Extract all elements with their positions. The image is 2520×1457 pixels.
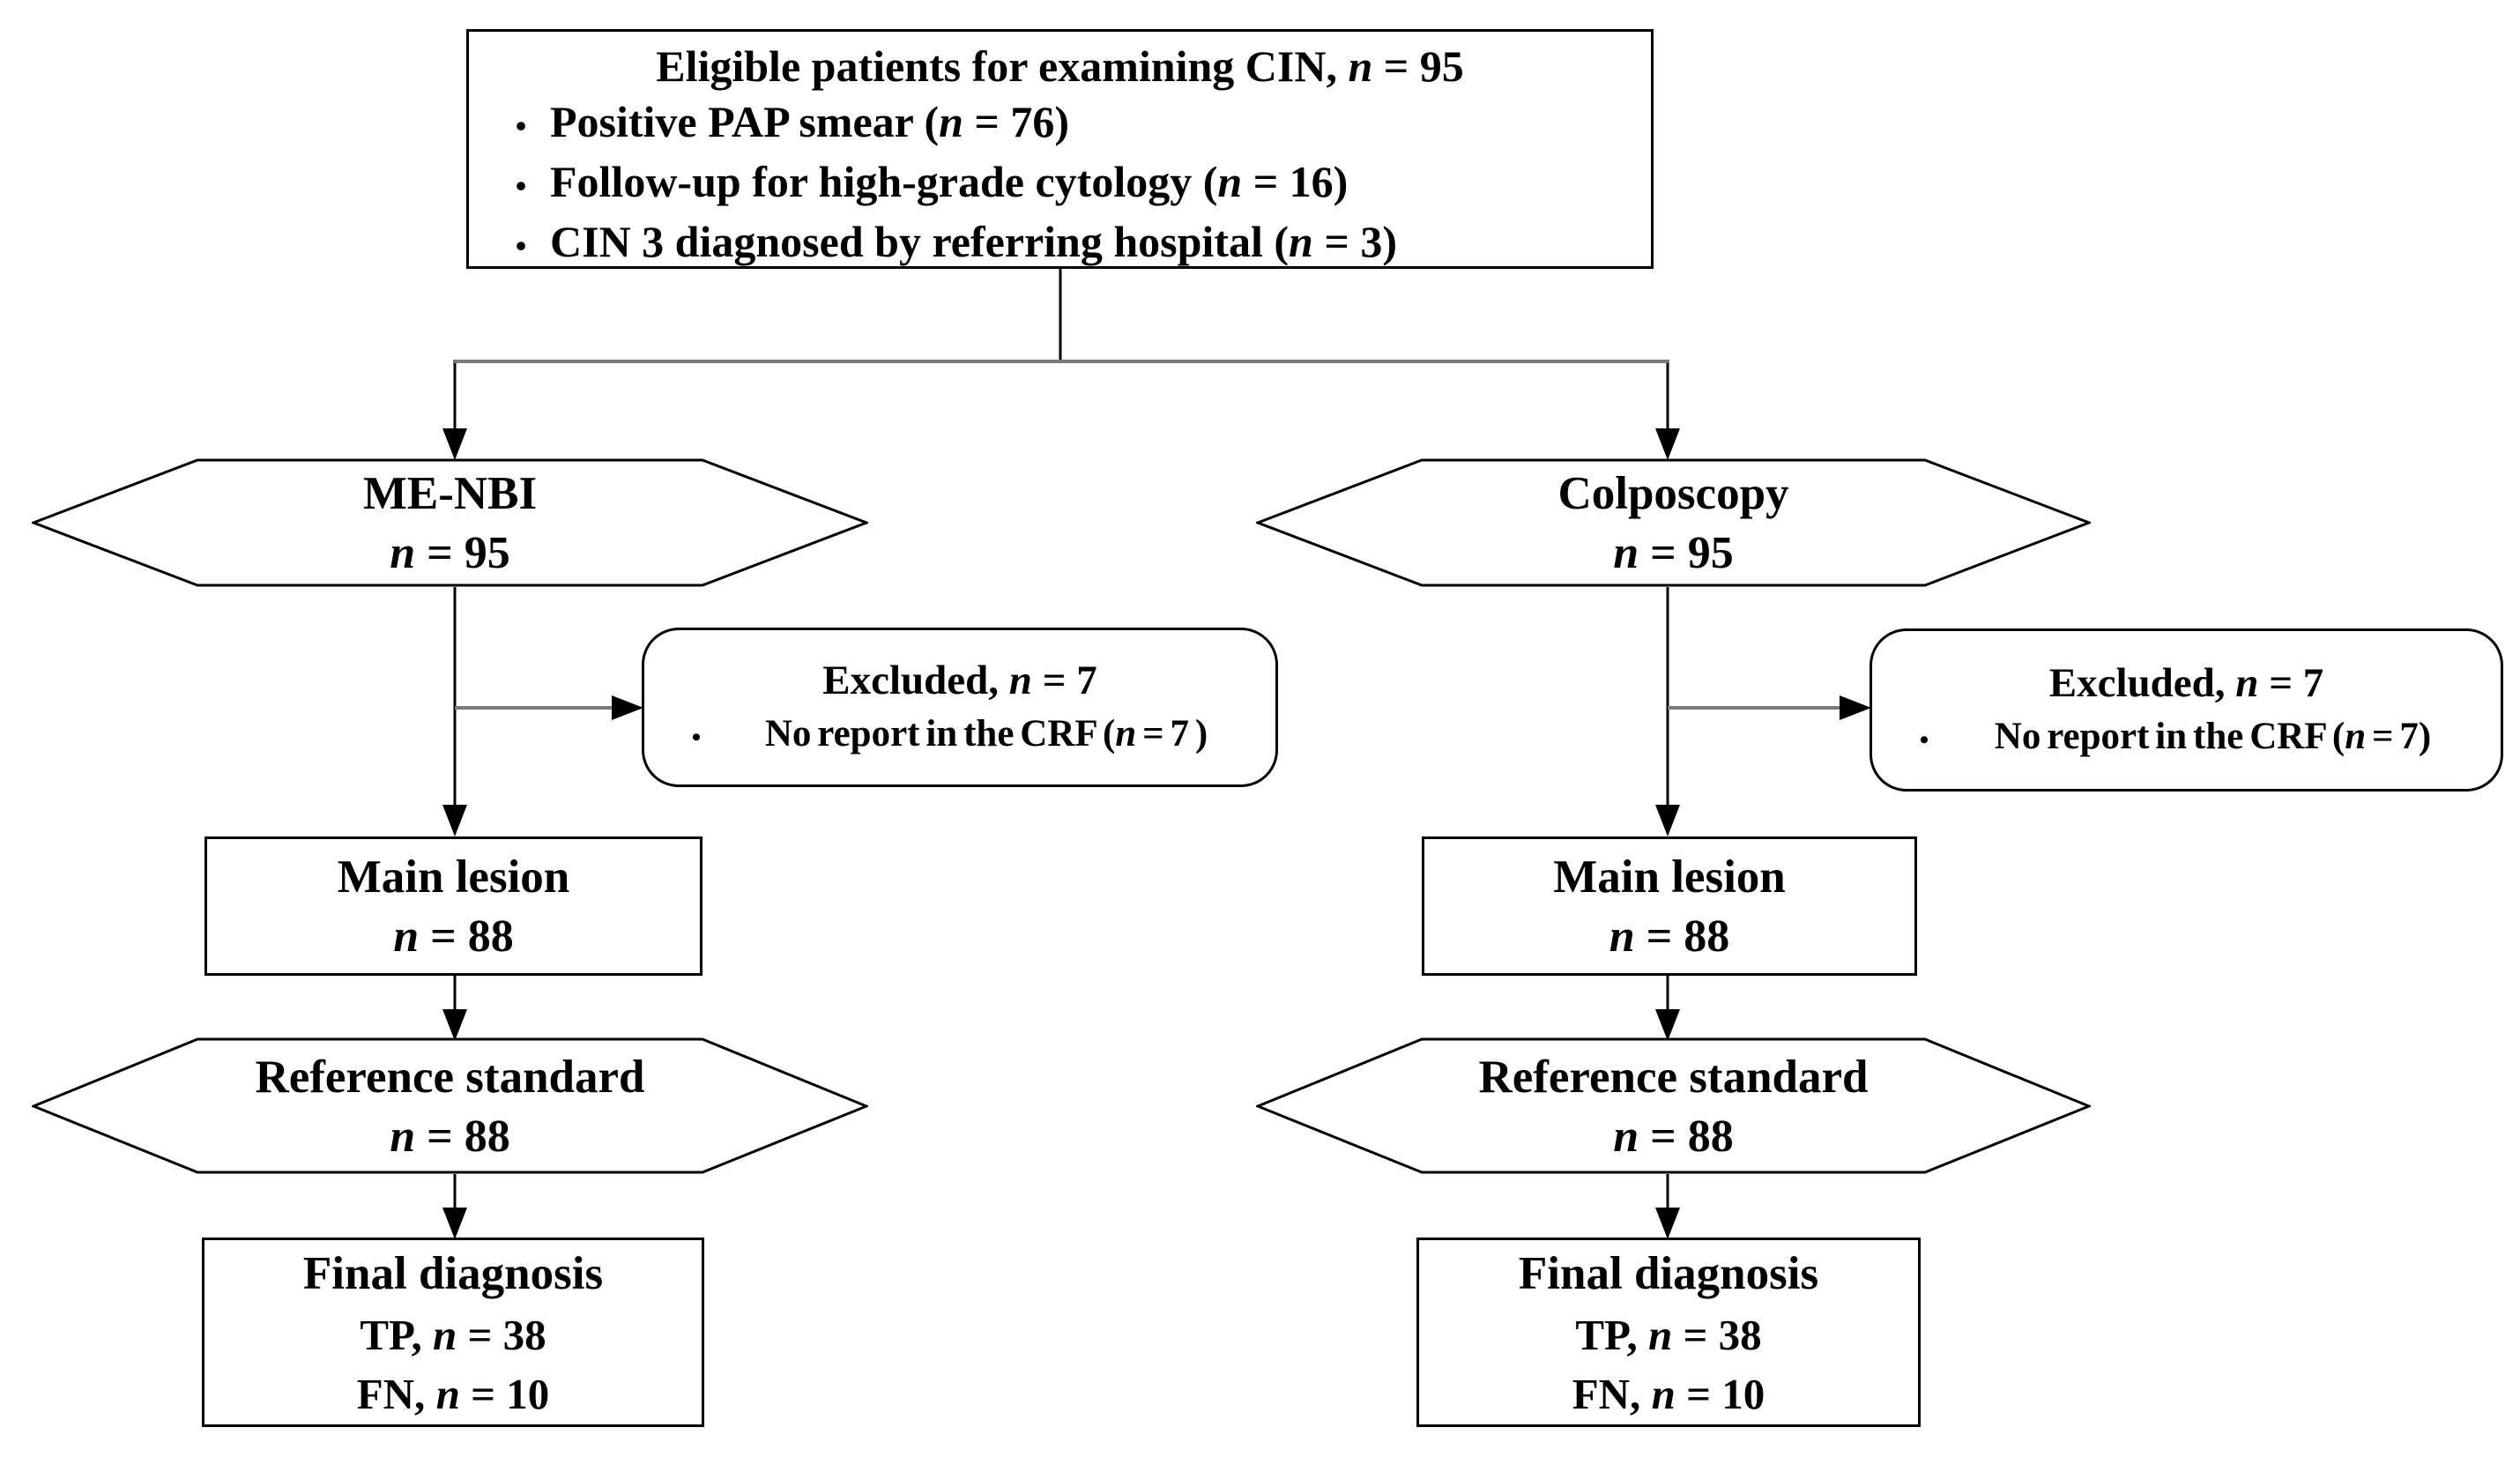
hexagon-outline <box>32 1037 868 1174</box>
modality-name: Colposcopy <box>1557 468 1789 519</box>
arrowhead-into-excluded-left <box>612 695 643 720</box>
excluded-box-right: Excluded, n = 7 • No report in the CRF (… <box>1870 628 2503 792</box>
false-negative-count: FN, n = 10 <box>1572 1369 1765 1418</box>
hexagon-shape <box>32 1037 868 1174</box>
final-diagnosis-content: Final diagnosis TP, n = 38 FN, n = 10 <box>204 1240 702 1424</box>
excluded-title: Excluded, n = 7 <box>2048 659 2324 706</box>
excluded-content: Excluded, n = 7 • No report in the CRF (… <box>1872 631 2501 789</box>
eligible-bullet-text: Follow-up for high-grade cytology (n = 1… <box>550 157 1349 206</box>
eligible-bullet-text: Positive PAP smear (n = 76) <box>550 97 1070 146</box>
arrowhead-into-excluded-right <box>1840 695 1871 720</box>
reference-standard-hexagon-right: Reference standard n = 88 <box>1256 1037 2091 1174</box>
menbi-label-group: ME-NBI n = 95 <box>32 458 868 587</box>
node-title: Final diagnosis <box>1518 1247 1819 1299</box>
main-lesion-content: Main lesion n = 88 <box>207 839 700 973</box>
excluded-reason: No report in the CRF (n = 7) <box>1994 715 2432 757</box>
node-count: n = 88 <box>390 1111 510 1162</box>
modality-count: n = 95 <box>390 528 510 578</box>
node-count: n = 88 <box>1613 1111 1734 1162</box>
arrowhead-into-menbi <box>442 428 467 460</box>
node-title: Main lesion <box>1553 851 1786 903</box>
arrowhead-into-main-lesion-left <box>442 805 467 836</box>
reference-label-group: Reference standard n = 88 <box>1256 1037 2091 1174</box>
excluded-box-left: Excluded, n = 7 • No report in the CRF (… <box>642 628 1278 787</box>
node-title: Final diagnosis <box>302 1247 604 1299</box>
eligible-bullet-row: • Positive PAP smear (n = 76) <box>469 94 1651 154</box>
reference-standard-hexagon-left: Reference standard n = 88 <box>32 1037 868 1174</box>
node-title: Main lesion <box>337 851 570 903</box>
arrowhead-into-final-left <box>442 1208 467 1239</box>
true-positive-count: TP, n = 38 <box>1575 1310 1762 1359</box>
true-positive-count: TP, n = 38 <box>360 1310 546 1359</box>
final-diagnosis-content: Final diagnosis TP, n = 38 FN, n = 10 <box>1419 1240 1918 1424</box>
eligible-patients-box: Eligible patients for examining CIN, n =… <box>466 29 1654 269</box>
excluded-reason: No report in the CRF (n = 7 ) <box>764 712 1208 755</box>
excluded-bullet-row: • No report in the CRF (n = 7) <box>1872 711 2501 766</box>
bullet-icon: • <box>515 168 527 204</box>
arrowhead-into-colposcopy <box>1655 428 1680 460</box>
final-diagnosis-box-left: Final diagnosis TP, n = 38 FN, n = 10 <box>202 1238 704 1427</box>
hexagon-shape <box>32 458 868 587</box>
node-count: n = 88 <box>393 911 514 962</box>
node-title: Reference standard <box>1478 1051 1869 1103</box>
colposcopy-label-group: Colposcopy n = 95 <box>1256 458 2091 587</box>
bullet-icon: • <box>1919 725 1929 755</box>
hexagon-outline <box>1256 458 2091 587</box>
bullet-icon: • <box>515 108 527 144</box>
reference-label-group: Reference standard n = 88 <box>32 1037 868 1174</box>
eligible-patients-content: Eligible patients for examining CIN, n =… <box>469 32 1651 266</box>
hexagon-outline <box>1256 1037 2091 1174</box>
hexagon-outline <box>32 458 868 587</box>
bullet-icon: • <box>515 228 527 264</box>
colposcopy-hexagon-node: Colposcopy n = 95 <box>1256 458 2091 587</box>
arrowhead-into-reference-right <box>1655 1009 1680 1041</box>
hexagon-shape <box>1256 458 2091 587</box>
main-lesion-content: Main lesion n = 88 <box>1424 839 1914 973</box>
eligible-patients-title: Eligible patients for examining CIN, n =… <box>656 41 1464 91</box>
modality-count: n = 95 <box>1613 528 1734 578</box>
eligible-bullet-text: CIN 3 diagnosed by referring hospital (n… <box>550 217 1397 266</box>
main-lesion-box-right: Main lesion n = 88 <box>1422 836 1917 976</box>
excluded-content: Excluded, n = 7 • No report in the CRF (… <box>644 630 1275 784</box>
menbi-hexagon-node: ME-NBI n = 95 <box>32 458 868 587</box>
eligible-bullet-row: • Follow-up for high-grade cytology (n =… <box>469 154 1651 214</box>
final-diagnosis-box-right: Final diagnosis TP, n = 38 FN, n = 10 <box>1416 1238 1921 1427</box>
node-count: n = 88 <box>1609 911 1730 962</box>
eligible-bullet-row: • CIN 3 diagnosed by referring hospital … <box>469 214 1651 274</box>
hexagon-shape <box>1256 1037 2091 1174</box>
node-title: Reference standard <box>255 1051 645 1103</box>
bullet-icon: • <box>691 722 702 752</box>
main-lesion-box-left: Main lesion n = 88 <box>204 836 702 976</box>
excluded-bullet-row: • No report in the CRF (n = 7 ) <box>644 709 1275 763</box>
arrowhead-into-reference-left <box>442 1009 467 1041</box>
arrowhead-into-final-right <box>1655 1208 1680 1239</box>
excluded-title: Excluded, n = 7 <box>822 657 1097 703</box>
false-negative-count: FN, n = 10 <box>356 1369 550 1418</box>
arrowhead-into-main-lesion-right <box>1655 805 1680 836</box>
modality-name: ME-NBI <box>362 468 538 519</box>
